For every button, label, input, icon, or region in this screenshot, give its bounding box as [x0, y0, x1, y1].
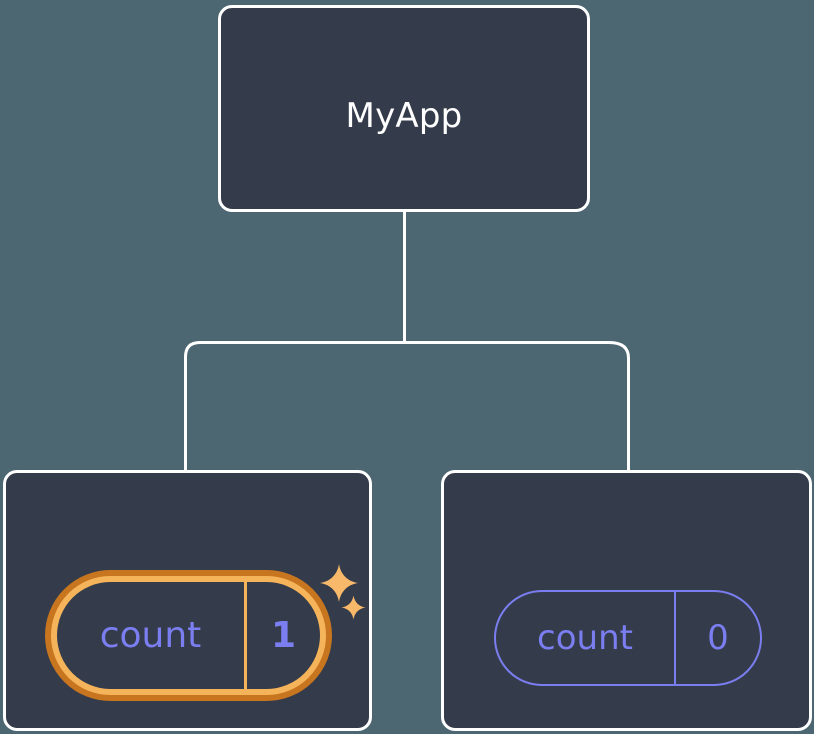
state-pill-highlighted[interactable]: count 1 [45, 570, 332, 701]
state-key-label: count [99, 615, 202, 656]
state-value-label: 0 [674, 592, 760, 684]
state-pill-inner: count 1 [57, 582, 320, 689]
state-value-label: 1 [244, 582, 320, 689]
connector-bus [184, 341, 630, 470]
state-pill-plain[interactable]: count 0 [494, 590, 762, 686]
component-node-myapp[interactable]: MyApp [218, 5, 590, 212]
state-key-label: count [537, 618, 633, 658]
component-node-title: MyApp [345, 96, 463, 136]
